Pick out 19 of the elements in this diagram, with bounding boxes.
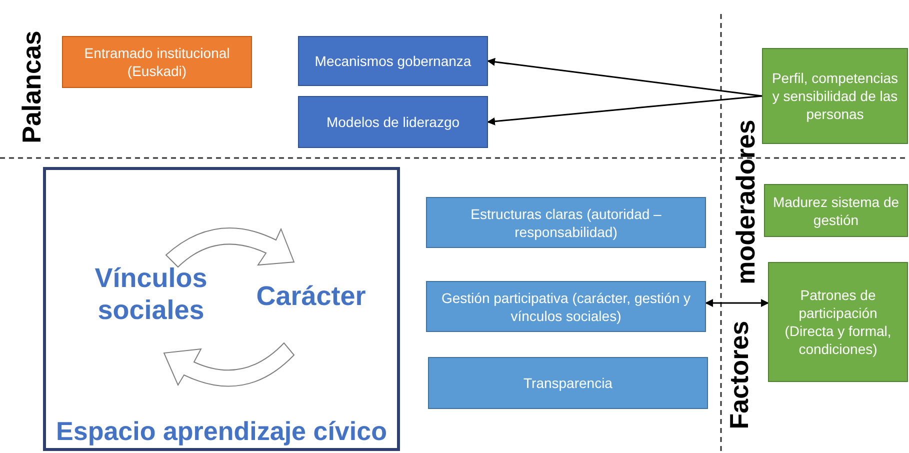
label-box: Madurez sistema de gestión bbox=[764, 184, 908, 237]
arrow bbox=[705, 299, 769, 307]
arrow bbox=[487, 58, 762, 97]
section-label: Palancas bbox=[16, 30, 46, 144]
label-box: Entramado institucional (Euskadi) bbox=[62, 36, 252, 88]
label-box: Modelos de liderazgo bbox=[298, 96, 488, 148]
label-box: Patrones de participación (Directa y formal, condiciones) bbox=[768, 262, 908, 382]
label-box: Gestión participativa (carácter, gestión y vínculos sociales) bbox=[426, 281, 706, 332]
label-box: Estructuras claras (autoridad – responsabilidad) bbox=[426, 197, 706, 248]
arrow bbox=[487, 95, 762, 126]
learning-space-frame bbox=[43, 167, 400, 451]
concept-label: Carácter bbox=[255, 280, 367, 312]
frame-title: Espacio aprendizaje cívico bbox=[55, 415, 388, 448]
concept-label: Vínculos sociales bbox=[94, 262, 208, 326]
label-box: Mecanismos gobernanza bbox=[298, 36, 488, 86]
section-label: moderadores bbox=[730, 120, 760, 284]
section-label: Factores bbox=[724, 320, 754, 430]
label-box: Transparencia bbox=[428, 357, 708, 409]
label-box: Perfil, competencias y sensibilidad de las personas bbox=[762, 48, 908, 144]
